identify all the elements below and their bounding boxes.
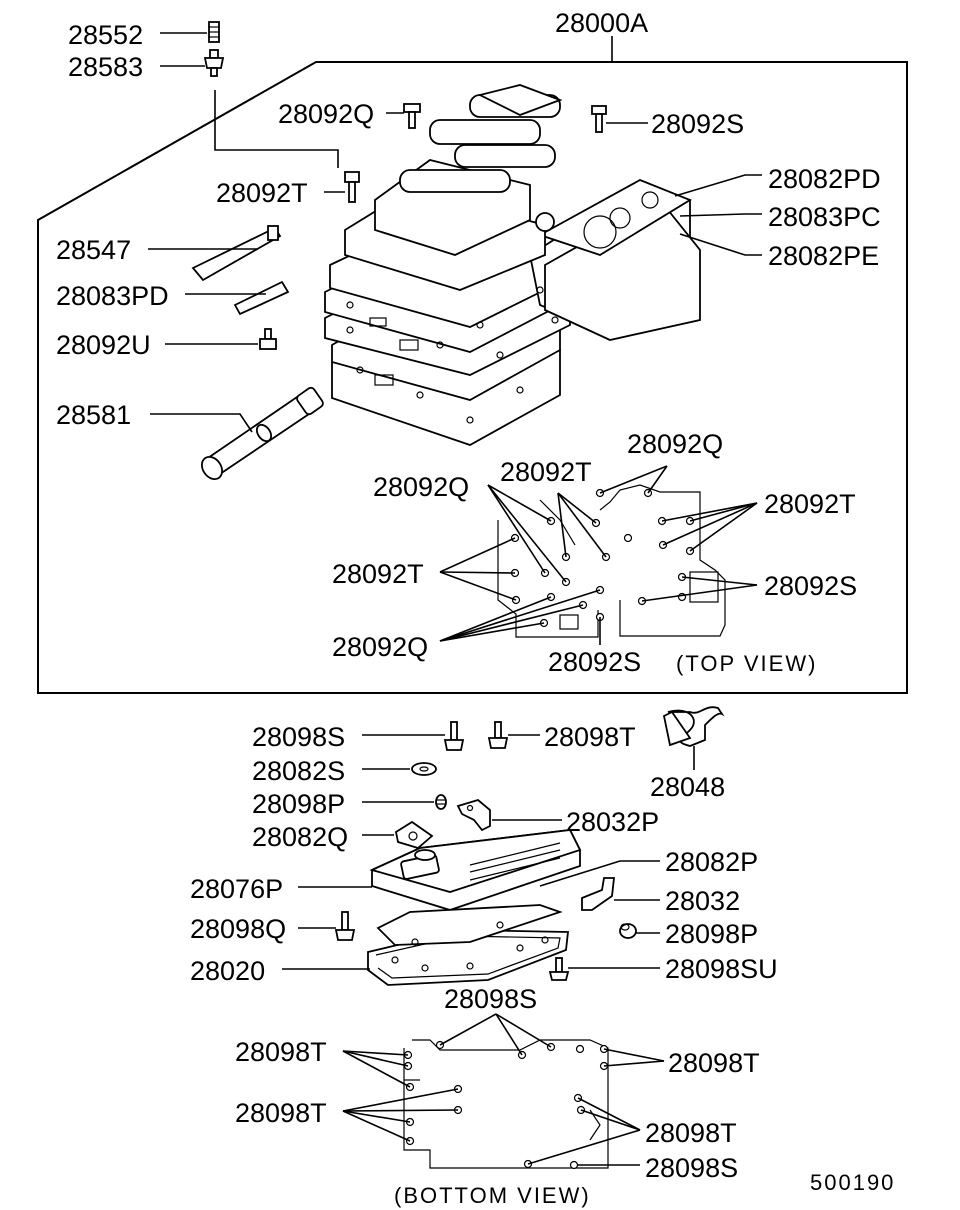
bolt-28098Q xyxy=(334,911,356,941)
label-tv-28092S-a: 28092S xyxy=(764,571,857,601)
washer-28082S xyxy=(411,762,437,776)
label-28076P: 28076P xyxy=(190,874,283,904)
label-28098P: 28098P xyxy=(252,789,345,819)
label-28020: 28020 xyxy=(190,956,265,986)
part-28098P xyxy=(435,794,447,810)
label-28082P: 28082P xyxy=(665,847,758,877)
label-bv-28098T-b: 28098T xyxy=(668,1048,760,1078)
part-28547 xyxy=(191,225,282,282)
part-28581 xyxy=(201,386,324,481)
label-28098P-b: 28098P xyxy=(665,919,758,949)
label-28000A: 28000A xyxy=(555,8,648,38)
bolt-28092Q-top xyxy=(403,103,421,129)
part-28552 xyxy=(208,21,220,43)
bolt-28092S-top xyxy=(591,105,607,133)
label-28092U: 28092U xyxy=(56,330,151,360)
pan-28020 xyxy=(367,904,570,986)
label-tv-28092Q-b: 28092Q xyxy=(373,472,469,502)
label-28032: 28032 xyxy=(665,886,740,916)
label-bv-28098T-a: 28098T xyxy=(235,1037,327,1067)
label-28092S-top: 28092S xyxy=(651,109,744,139)
label-28581: 28581 xyxy=(56,400,131,430)
bottom-view-caption: (BOTTOM VIEW) xyxy=(394,1183,591,1208)
bolt-28098T xyxy=(487,721,509,749)
bracket-28032P xyxy=(456,798,491,832)
top-view-bolt-points xyxy=(510,488,695,628)
label-tv-28092Q-c: 28092Q xyxy=(332,632,428,662)
figure-code: 500190 xyxy=(810,1170,895,1195)
label-28092Q-top: 28092Q xyxy=(278,99,374,129)
bolt-28092T-top xyxy=(344,171,360,203)
label-28098T: 28098T xyxy=(544,722,636,752)
label-28552: 28552 xyxy=(68,20,143,50)
pipe-28048 xyxy=(662,706,725,747)
label-bv-28098T-c: 28098T xyxy=(235,1098,327,1128)
label-28083PD: 28083PD xyxy=(56,281,169,311)
label-28547: 28547 xyxy=(56,235,131,265)
label-28082Q: 28082Q xyxy=(252,822,348,852)
part-28583 xyxy=(203,49,225,77)
bolt-28098S xyxy=(443,721,465,751)
label-28583: 28583 xyxy=(68,52,143,82)
label-tv-28092T-a: 28092T xyxy=(500,457,592,487)
label-28098S: 28098S xyxy=(252,722,345,752)
label-28098SU: 28098SU xyxy=(665,954,778,984)
part-28092U xyxy=(259,328,277,350)
label-28048: 28048 xyxy=(650,772,725,802)
label-bv-28098S-a: 28098S xyxy=(444,984,537,1014)
label-tv-28092S-b: 28092S xyxy=(548,647,641,677)
label-28082PD: 28082PD xyxy=(768,164,881,194)
valve-body-assembly xyxy=(324,84,701,446)
label-28032P: 28032P xyxy=(566,807,659,837)
label-28082PE: 28082PE xyxy=(768,241,879,271)
part-28083PD xyxy=(233,280,290,316)
label-tv-28092T-b: 28092T xyxy=(764,489,856,519)
label-28098Q: 28098Q xyxy=(190,914,286,944)
top-view-caption: (TOP VIEW) xyxy=(676,651,817,676)
label-28082S: 28082S xyxy=(252,756,345,786)
label-bv-28098S-b: 28098S xyxy=(645,1153,738,1183)
label-tv-28092Q-a: 28092Q xyxy=(627,429,723,459)
top-view-outline xyxy=(497,484,726,638)
gasket-28082Q xyxy=(394,820,434,850)
bolt-28098SU xyxy=(548,957,570,981)
label-tv-28092T-c: 28092T xyxy=(332,559,424,589)
label-bv-28098T-d: 28098T xyxy=(645,1118,737,1148)
bracket-28032 xyxy=(581,877,616,911)
filter-28076P xyxy=(369,829,582,911)
part-28098P-b xyxy=(619,923,637,939)
label-28092T-top: 28092T xyxy=(216,178,308,208)
assembly-frame xyxy=(37,61,908,694)
label-28083PC: 28083PC xyxy=(768,202,881,232)
